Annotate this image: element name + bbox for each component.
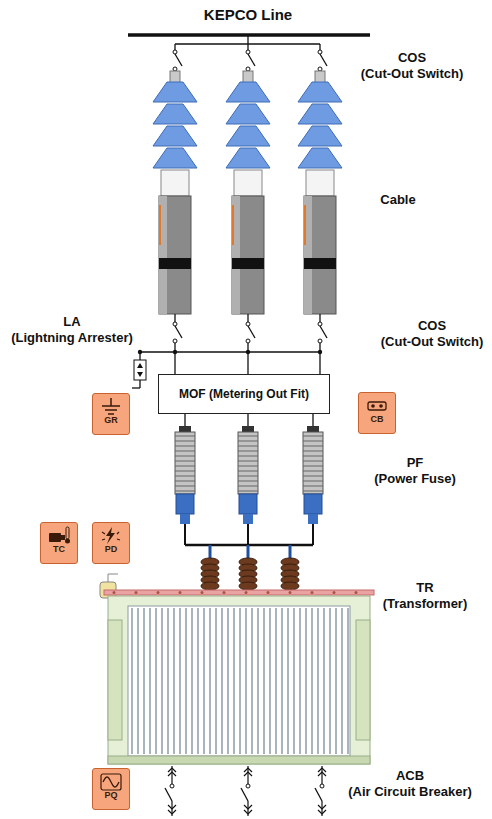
air-circuit-breaker	[241, 766, 252, 816]
transformer-lid	[104, 590, 374, 595]
insulator-shed	[153, 148, 197, 168]
radiator	[128, 606, 350, 756]
cable-terminal	[170, 71, 180, 83]
part-label: TR (Transformer)	[383, 580, 468, 611]
bus-wire	[140, 351, 320, 352]
insulator-shed	[226, 148, 270, 168]
part-label: COS (Cut-Out Switch)	[361, 50, 464, 81]
insulator-shed	[153, 104, 197, 124]
insulator-shed	[298, 104, 342, 124]
thermal-camera-icon: TC	[40, 522, 78, 564]
power-fuse	[238, 426, 258, 524]
insulator-shed	[298, 82, 342, 102]
box-label: MOF (Metering Out Fit)	[179, 387, 309, 401]
cable-band	[232, 258, 264, 269]
circuit-breaker-icon: CB	[358, 392, 396, 434]
part-label: Cable	[380, 192, 415, 208]
insulator-shed	[153, 82, 197, 102]
transformer-tank	[108, 596, 370, 764]
insulator-shed	[298, 126, 342, 146]
cable-body	[232, 196, 264, 314]
icon-glyph	[47, 526, 71, 545]
icon-label: PQ	[104, 791, 117, 801]
icon-label: TC	[53, 545, 65, 555]
icon-label: GR	[104, 416, 118, 426]
cable-head	[161, 170, 189, 196]
icon-glyph	[99, 397, 123, 416]
insulator-shed	[153, 126, 197, 146]
cut-out-switch	[318, 322, 327, 343]
power-fuse	[303, 426, 323, 524]
icon-label: PD	[105, 545, 118, 555]
air-circuit-breaker	[165, 766, 176, 816]
cable-body	[159, 196, 191, 314]
cut-out-switch	[246, 322, 255, 343]
partial-discharge-icon: PD	[92, 522, 130, 564]
ground-relay-icon: GR	[92, 393, 130, 435]
line-label: KEPCO Line	[204, 6, 292, 24]
transformer-bushing	[281, 558, 299, 590]
insulator-shed	[226, 82, 270, 102]
icon-glyph	[99, 772, 123, 791]
cut-out-switch	[318, 50, 327, 71]
icon-glyph	[99, 526, 123, 545]
metering-box: MOF (Metering Out Fit)	[158, 374, 330, 414]
cable-body	[304, 196, 336, 314]
cable-band	[304, 258, 336, 269]
utility-line	[128, 33, 370, 37]
air-circuit-breaker	[315, 766, 326, 816]
transformer-bushing	[239, 558, 257, 590]
insulator-shed	[226, 104, 270, 124]
cable-band	[159, 258, 191, 269]
cut-out-switch	[173, 50, 182, 71]
cable-terminal	[315, 71, 325, 83]
cut-out-switch	[173, 322, 182, 343]
cable-head	[234, 170, 262, 196]
insulator-shed	[298, 148, 342, 168]
power-quality-icon: PQ	[92, 768, 130, 810]
part-label: LA (Lightning Arrester)	[11, 314, 133, 345]
cable-head	[306, 170, 334, 196]
part-label: ACB (Air Circuit Breaker)	[348, 768, 472, 799]
power-fuse	[175, 426, 195, 524]
part-label: PF (Power Fuse)	[374, 455, 456, 486]
cut-out-switch	[246, 50, 255, 71]
icon-label: CB	[371, 415, 384, 425]
lightning-arrester	[132, 352, 146, 388]
tap-wire	[247, 35, 248, 44]
icon-glyph	[365, 396, 389, 415]
insulator-shed	[226, 126, 270, 146]
part-label: COS (Cut-Out Switch)	[381, 318, 484, 349]
drawing	[100, 35, 374, 816]
cable-terminal	[243, 71, 253, 83]
transformer-bushing	[201, 558, 219, 590]
